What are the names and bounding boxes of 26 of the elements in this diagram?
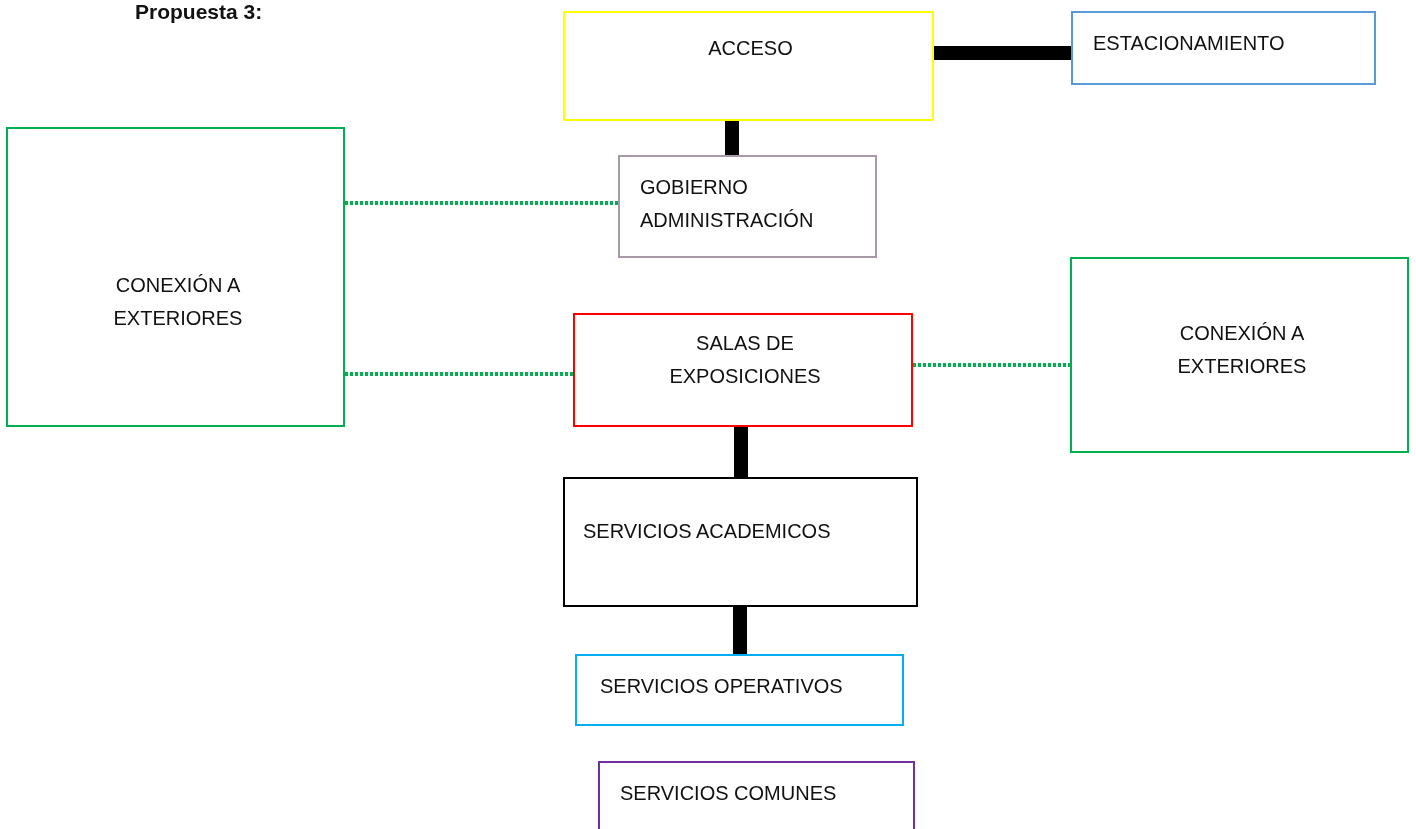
diagram-title: Propuesta 3: [135, 0, 263, 24]
dotted-connector [345, 201, 618, 205]
dotted-connector [345, 372, 573, 376]
box-label: ESTACIONAMIENTO [1093, 31, 1286, 56]
dotted-connector [913, 363, 1070, 367]
area-box [1070, 257, 1409, 453]
area-box [1071, 11, 1376, 85]
area-box [563, 11, 934, 121]
box-label: SERVICIOS ACADEMICOS [583, 519, 832, 544]
box-label: GOBIERNO ADMINISTRACIÓN [640, 175, 815, 233]
box-label: SALAS DE EXPOSICIONES [668, 331, 822, 389]
area-box [6, 127, 345, 427]
box-label: ACCESO [707, 36, 794, 61]
area-box [575, 654, 904, 726]
area-box [598, 761, 915, 829]
box-label: CONEXIÓN A EXTERIORES [112, 273, 244, 331]
connector-line [733, 607, 747, 654]
box-label: SERVICIOS OPERATIVOS [600, 674, 844, 699]
connector-line [725, 121, 739, 155]
area-box [563, 477, 918, 607]
connector-line [934, 46, 1071, 60]
box-label: SERVICIOS COMUNES [620, 781, 838, 806]
area-box [618, 155, 877, 258]
connector-line [734, 427, 748, 477]
box-label: CONEXIÓN A EXTERIORES [1176, 321, 1308, 379]
area-box [573, 313, 913, 427]
